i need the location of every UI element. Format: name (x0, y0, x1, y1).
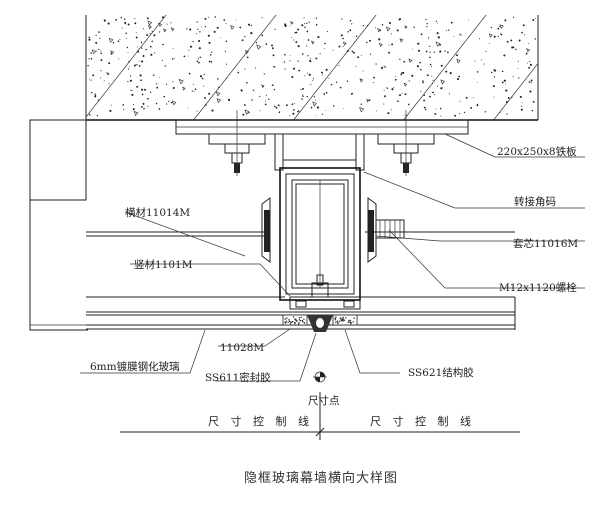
label-sleeve-core: 套芯11016M (513, 237, 578, 250)
label-profile-11028m: 11028M (220, 342, 264, 354)
label-dimension-point: 尺寸点 (308, 394, 340, 407)
dimension-point-marker (313, 371, 327, 383)
left-wall-outline (29, 119, 88, 331)
profile-11028m (289, 274, 361, 310)
side-nut-right (367, 197, 377, 263)
transfer-angle-bracket (274, 133, 365, 171)
horizontal-member-lines (86, 231, 515, 298)
side-nut-left (261, 197, 271, 263)
label-structural-ss621: SS621结构胶 (408, 366, 474, 379)
label-vertical-member: 竖材1101M (134, 258, 193, 271)
anchor-bolt-left (208, 110, 266, 176)
label-transfer-angle: 转接角码 (514, 195, 556, 208)
structural-sealant (282, 314, 358, 332)
label-control-line-left: 尺 寸 控 制 线 (208, 414, 313, 428)
dimension-control-line (120, 392, 520, 440)
m12-bolt (375, 219, 405, 239)
leader-lines (80, 133, 585, 382)
anchor-bolt-right (377, 110, 435, 176)
label-bolt: M12x1120螺栓 (499, 281, 577, 294)
label-glass: 6mm镀膜钢化玻璃 (90, 360, 180, 373)
drawing-title: 隐框玻璃幕墙横向大样图 (244, 470, 398, 486)
vertical-mullion (279, 167, 361, 301)
concrete-slab (85, 15, 539, 121)
glass-panes (86, 297, 516, 330)
steel-plate (175, 119, 469, 135)
label-horizontal-member: 横材11014M (125, 206, 190, 219)
label-sealant-ss611: SS611密封胶 (205, 371, 271, 384)
label-control-line-right: 尺 寸 控 制 线 (370, 414, 475, 428)
label-steel-plate: 220x250x8铁板 (497, 145, 577, 158)
